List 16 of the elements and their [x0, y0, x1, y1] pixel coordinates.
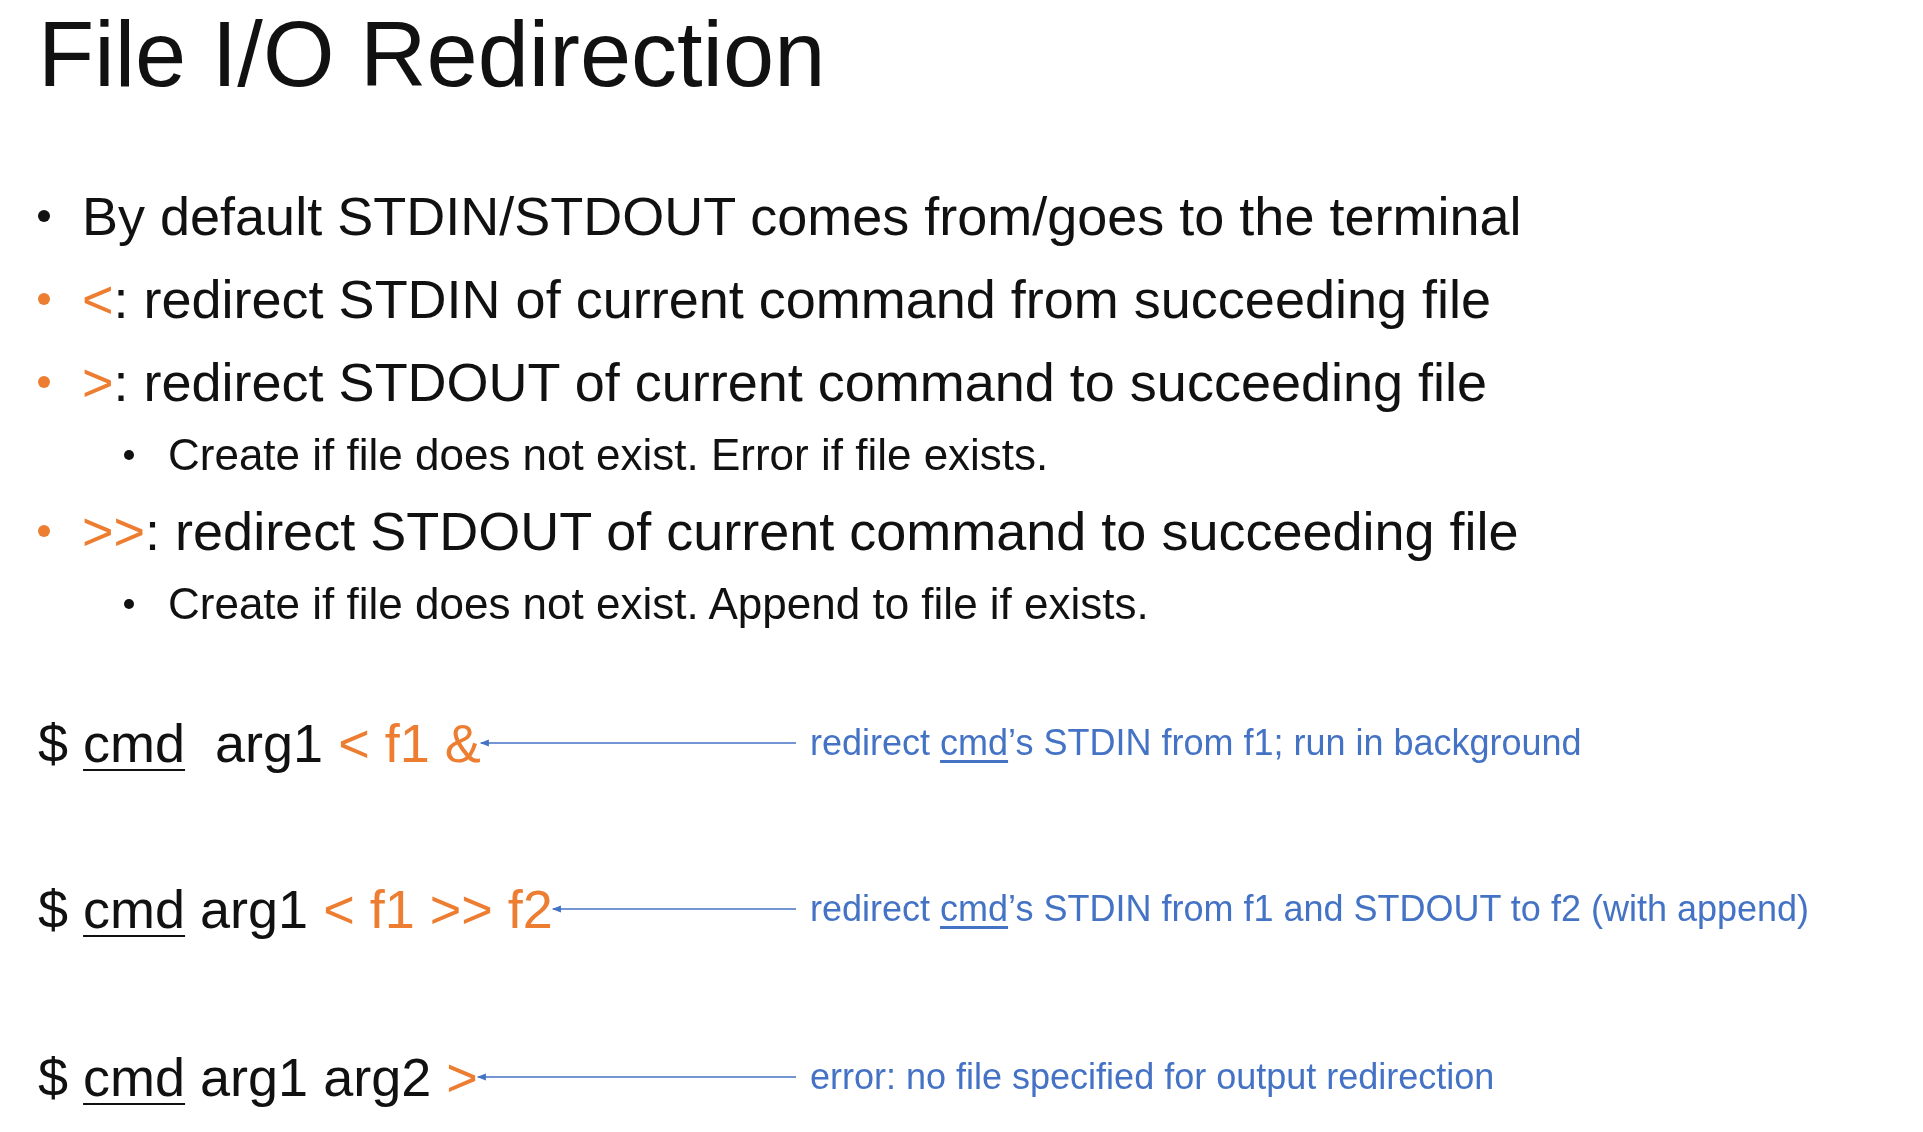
arrow [476, 1073, 797, 1081]
slide-title: File I/O Redirection [38, 2, 826, 107]
command-text: $ cmd arg1 arg2 > [38, 1047, 478, 1107]
arrow [551, 905, 797, 913]
bullet-text: Create if file does not exist. Append to file if exists. [168, 579, 1149, 629]
command-text: $ cmd arg1 < f1 & [38, 713, 481, 773]
bullet-text: Create if file does not exist. Error if file exists. [168, 430, 1049, 480]
bullet-text: >>: redirect STDOUT of current command to succeeding file [82, 500, 1519, 562]
arrow [479, 739, 797, 747]
annotation-text: error: no file specified for output redirection [810, 1056, 1495, 1097]
bullet-text: >: redirect STDOUT of current command to succeeding file [82, 351, 1488, 413]
annotation-text: redirect cmd’s STDIN from f1; run in background [810, 722, 1582, 763]
command-text: $ cmd arg1 < f1 >> f2 [38, 879, 553, 939]
bullet-text: <: redirect STDIN of current command from succeeding file [82, 268, 1492, 330]
bullet-text: By default STDIN/STDOUT comes from/goes to the terminal [82, 185, 1522, 247]
annotation-text: redirect cmd’s STDIN from f1 and STDOUT to f2 (with append) [810, 888, 1810, 929]
